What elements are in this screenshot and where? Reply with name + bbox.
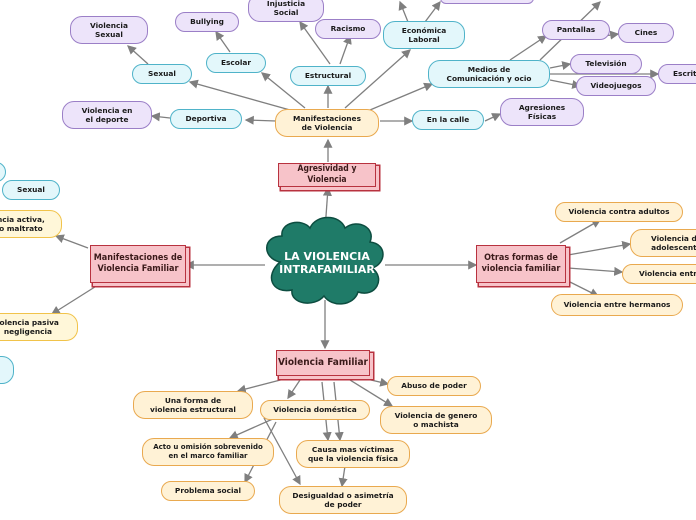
node-racismo[interactable]: Racismo [315,19,381,39]
node-problema-social[interactable]: Problema social [161,481,255,501]
node-bullying[interactable]: Bullying [175,12,239,32]
node-en-la-calle[interactable]: En la calle [412,110,484,130]
node-causa-mas-victimas[interactable]: Causa mas víctimas que la violencia físi… [296,440,410,468]
node-pantallas[interactable]: Pantallas [542,20,610,40]
node-sexual-left[interactable]: Sexual [2,180,60,200]
node-desigualdad[interactable]: Desigualdad o asimetría de poder [279,486,407,514]
node-escolar[interactable]: Escolar [206,53,266,73]
node-violencia-de-adolescentes[interactable]: Violencia de adolescente [630,229,696,257]
node-top-cutoff [440,0,534,4]
node-violencia-sexual[interactable]: Violencia Sexual [70,16,148,44]
node-television[interactable]: Televisión [570,54,642,74]
node-abuso-de-poder[interactable]: Abuso de poder [387,376,481,396]
node-injusticia-social[interactable]: Injusticia Social [248,0,324,22]
node-economica-laboral[interactable]: Económica Laboral [383,21,465,49]
node-manifestaciones-de-violencia[interactable]: Manifestaciones de Violencia [275,109,379,137]
node-deportiva[interactable]: Deportiva [170,109,242,129]
branch-agresividad[interactable]: Agresividad y Violencia [278,163,376,187]
node-videojuegos[interactable]: Videojuegos [576,76,656,96]
branch-manifestaciones-violencia-familiar[interactable]: Manifestaciones de Violencia Familiar [90,245,186,283]
node-sexual-top[interactable]: Sexual [132,64,192,84]
node-acto-u-omision[interactable]: Acto u omisión sobrevenido en el marco f… [142,438,274,466]
node-violencia-activa[interactable]: ncia activa, o maltrato [0,210,62,238]
node-violencia-domestica[interactable]: Violencia doméstica [260,400,370,420]
node-violencia-de-genero[interactable]: Violencia de genero o machista [380,406,492,434]
node-cines[interactable]: Cines [618,23,674,43]
center-topic[interactable]: LA VIOLENCIA INTRAFAMILIAR [279,249,375,276]
node-estructural[interactable]: Estructural [290,66,366,86]
node-violencia-entre[interactable]: Violencia entre [622,264,696,284]
node-escrit[interactable]: Escrit [658,64,696,84]
node-violencia-pasiva[interactable]: iolencia pasiva negligencia [0,313,78,341]
node-agresiones-fisicas[interactable]: Agresiones Físicas [500,98,584,126]
branch-violencia-familiar[interactable]: Violencia Familiar [276,350,370,376]
node-forma-estructural[interactable]: Una forma de violencia estructural [133,391,253,419]
node-violencia-en-el-deporte[interactable]: Violencia en el deporte [62,101,152,129]
center-cloud-shape [266,216,384,305]
branch-otras-formas[interactable]: Otras formas de violencia familiar [476,245,566,283]
node-violencia-contra-adultos[interactable]: Violencia contra adultos [555,202,683,222]
node-medios-de-comunicacion[interactable]: Medios de Comunicación y ocio [428,60,550,88]
node-violencia-entre-hermanos[interactable]: Violencia entre hermanos [551,294,683,316]
